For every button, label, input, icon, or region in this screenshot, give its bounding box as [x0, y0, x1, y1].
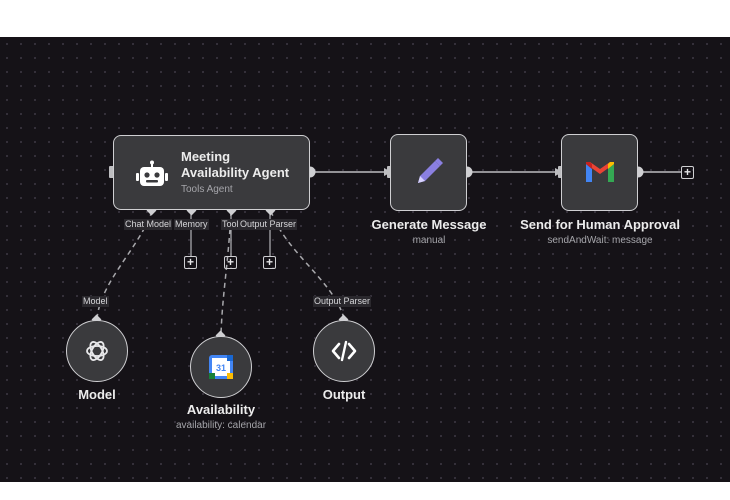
- handle-label-output-parser: Output Parser: [239, 219, 298, 230]
- add-output-parser-button[interactable]: +: [263, 256, 276, 269]
- plus-icon: +: [683, 165, 691, 179]
- calendar-day: 31: [216, 363, 226, 373]
- openai-icon: [86, 341, 108, 361]
- model-connection-label: Model: [82, 296, 109, 307]
- output-parser-connection-label: Output Parser: [313, 296, 372, 307]
- add-memory-button[interactable]: +: [184, 256, 197, 269]
- generate-message-subtitle: manual: [412, 235, 446, 246]
- generate-message-title: Generate Message: [371, 217, 487, 232]
- handle-label-tool: Tool: [221, 219, 240, 230]
- model-node[interactable]: [66, 320, 128, 382]
- availability-node[interactable]: 31: [190, 336, 252, 398]
- pencil-icon: [418, 158, 443, 183]
- bottom-strip: [0, 482, 730, 500]
- generate-message-node[interactable]: [390, 134, 467, 211]
- agent-node-subtitle: Tools Agent: [181, 184, 233, 195]
- output-node[interactable]: [313, 320, 375, 382]
- connections-layer: [91, 166, 681, 341]
- send-approval-subtitle: sendAndWait: message: [547, 235, 653, 246]
- add-node-button[interactable]: +: [681, 166, 694, 179]
- agent-node[interactable]: Meeting Availability Agent Tools Agent: [113, 135, 310, 210]
- edge-availability-to-agent[interactable]: [220, 210, 232, 336]
- handle-label-chat-model: Chat Model: [124, 219, 173, 230]
- agent-node-title: Meeting Availability Agent: [181, 149, 290, 180]
- plus-icon: +: [226, 255, 234, 269]
- code-icon: [331, 340, 357, 362]
- workflow-canvas[interactable]: Meeting Availability Agent Tools Agent G…: [0, 37, 730, 482]
- robot-icon: [136, 160, 168, 186]
- availability-node-title: Availability: [186, 402, 256, 417]
- send-approval-title: Send for Human Approval: [520, 217, 680, 232]
- google-calendar-icon: 31: [209, 355, 233, 379]
- gmail-icon: [586, 162, 614, 182]
- plus-icon: +: [265, 255, 273, 269]
- model-node-title: Model: [78, 387, 116, 402]
- add-tool-button[interactable]: +: [224, 256, 237, 269]
- plus-icon: +: [186, 255, 194, 269]
- output-node-title: Output: [322, 387, 366, 402]
- send-approval-node[interactable]: [561, 134, 638, 211]
- handle-label-memory: Memory: [174, 219, 209, 230]
- availability-node-subtitle: availability: calendar: [175, 420, 267, 431]
